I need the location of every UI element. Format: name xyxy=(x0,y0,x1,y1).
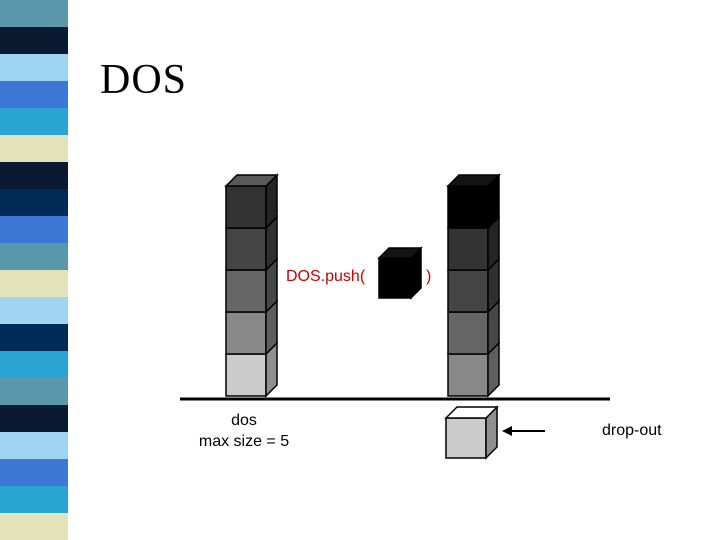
cube xyxy=(226,175,277,228)
cube-front-face xyxy=(446,418,486,458)
push-call-close-paren: ) xyxy=(426,268,431,286)
dropped-out-cube xyxy=(446,407,497,458)
pushed-element-cube xyxy=(379,248,421,298)
cube-front-face xyxy=(448,186,488,228)
stack-after-push xyxy=(448,175,499,396)
cube-front-face xyxy=(226,270,266,312)
push-call-label: DOS.push( xyxy=(286,268,365,286)
cube-front-face xyxy=(379,258,411,298)
dropout-label: drop-out xyxy=(602,422,662,440)
dropout-arrow xyxy=(502,426,545,436)
cube-front-face xyxy=(226,312,266,354)
cube xyxy=(448,175,499,228)
cube-front-face xyxy=(448,228,488,270)
cube-front-face xyxy=(448,312,488,354)
cube xyxy=(379,248,421,298)
cube-front-face xyxy=(226,228,266,270)
cube-front-face xyxy=(226,186,266,228)
cube xyxy=(446,407,497,458)
stack-before-push xyxy=(226,175,277,396)
cube-front-face xyxy=(226,354,266,396)
cube-front-face xyxy=(448,354,488,396)
cube-front-face xyxy=(448,270,488,312)
stack-name: dos xyxy=(182,410,306,431)
stack-caption: dos max size = 5 xyxy=(182,410,306,452)
stack-max-size: max size = 5 xyxy=(182,431,306,452)
